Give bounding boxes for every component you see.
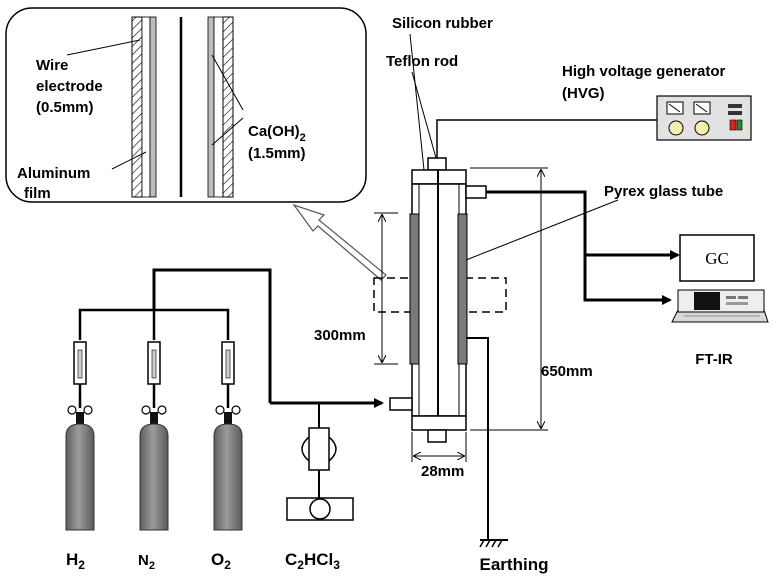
teflon-rod-top [427, 157, 447, 171]
leader-aluminum [111, 151, 147, 170]
reactor [389, 157, 487, 443]
flowmeter-icon [73, 341, 87, 408]
dim-300-label: 300mm [314, 327, 366, 344]
caoh2-label-2: (1.5mm) [248, 145, 306, 162]
earthing-label: Earthing [480, 555, 549, 574]
outlet-port [465, 185, 487, 199]
electrode-coating-left [409, 213, 420, 365]
dimension-650 [470, 167, 548, 431]
pump-icon [286, 427, 354, 521]
h2-label: H2 [66, 550, 85, 572]
c2hcl3-label: C2HCl3 [285, 550, 340, 572]
wire-electrode-label-3: (0.5mm) [36, 99, 94, 116]
gas-cylinder-icon [139, 405, 169, 531]
hvg-wire [436, 119, 657, 158]
caoh2-label-1: Ca(OH)2 [248, 123, 306, 144]
aluminum-label-1: Aluminum [17, 165, 90, 182]
inset-right-glass [213, 16, 224, 198]
electrode-coating-right [457, 213, 468, 365]
leader-teflon-rod [411, 71, 437, 159]
inset-cross-section: Wire electrode (0.5mm) Aluminum film Ca(… [5, 7, 367, 203]
gas-cylinder-icon [213, 405, 243, 531]
dimension-28 [411, 432, 467, 462]
gc-label: GC [705, 249, 729, 268]
gc-instrument-icon [679, 234, 755, 282]
flowmeter-icon [221, 341, 235, 408]
line-to-ftir [583, 255, 672, 305]
silicon-rubber-bottom [411, 415, 467, 431]
inset-left-glass [141, 16, 151, 198]
teflon-rod-bottom [427, 429, 447, 443]
n2-label: N2 [138, 552, 155, 572]
leader-silicon-rubber [409, 33, 425, 171]
line-to-gc [486, 190, 680, 260]
hvg-instrument-icon [656, 95, 752, 141]
dim-650-label: 650mm [541, 363, 593, 380]
silicon-rubber-label: Silicon rubber [392, 15, 493, 32]
ftir-label: FT-IR [695, 351, 733, 368]
ground-icon [479, 539, 508, 548]
inset-right-wall [222, 16, 234, 198]
hvg-label-1: High voltage generator [562, 63, 726, 80]
callout-arrow [292, 203, 387, 281]
pyrex-label: Pyrex glass tube [604, 183, 723, 200]
dim-28-label: 28mm [421, 463, 464, 480]
leader-pyrex [465, 199, 619, 261]
ftir-instrument-icon [671, 289, 769, 323]
inlet-port [389, 397, 413, 411]
wire-electrode-label-2: electrode [36, 78, 103, 95]
inset-left-coating [149, 16, 157, 198]
teflon-rod-label: Teflon rod [386, 53, 458, 70]
earth-wire [466, 337, 489, 540]
main-feed-line [152, 268, 272, 403]
dimension-300 [374, 212, 398, 365]
leader-caoh2-b [211, 117, 244, 146]
inset-right-coating [207, 16, 215, 198]
o2-label: O2 [211, 550, 231, 572]
wire-electrode-label-1: Wire [36, 57, 68, 74]
aluminum-label-2: film [24, 185, 51, 202]
leader-caoh2-a [211, 54, 244, 111]
leader-wire-electrode [66, 39, 141, 56]
hvg-label-2: (HVG) [562, 85, 605, 102]
inset-left-wall [131, 16, 143, 198]
flowmeter-icon [147, 341, 161, 408]
gas-cylinder-icon [65, 405, 95, 531]
inset-frame [5, 7, 367, 203]
